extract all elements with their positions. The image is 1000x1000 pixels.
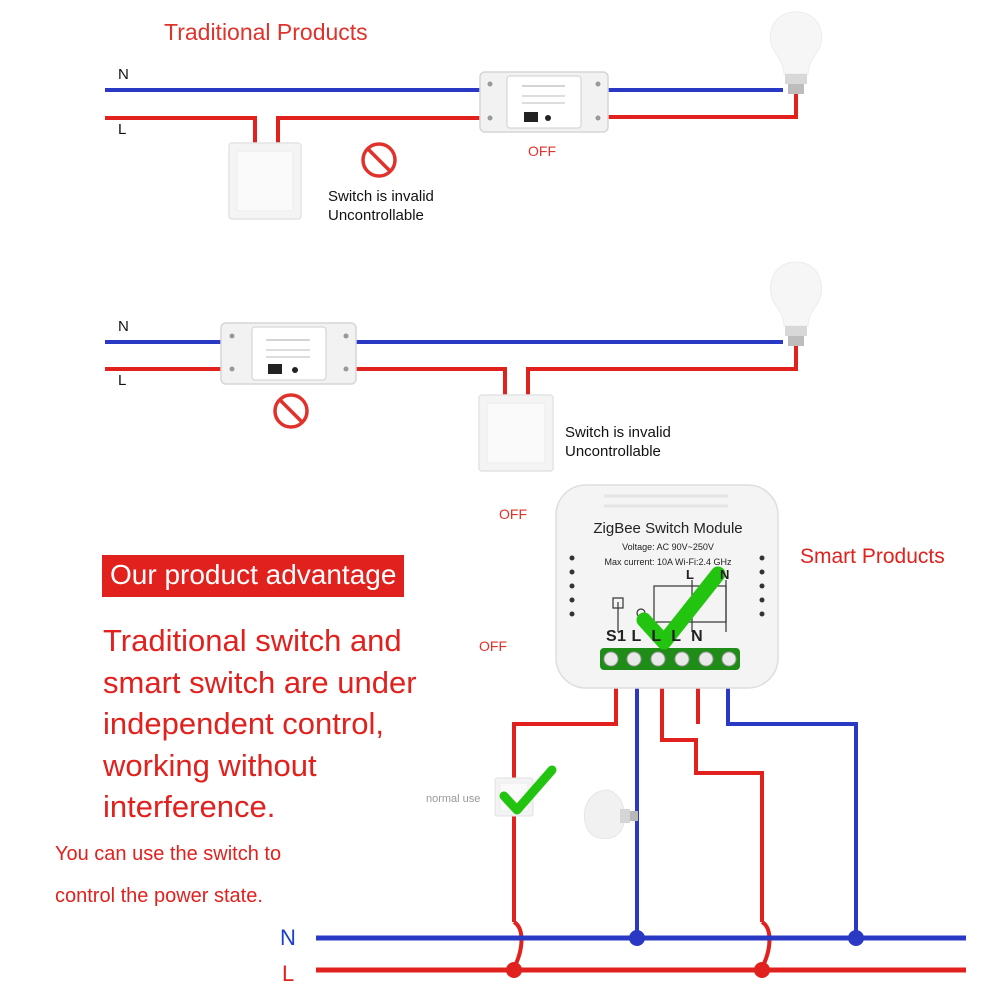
row2-relay-module	[220, 322, 357, 385]
row1-relay-module	[479, 71, 609, 133]
row1-n-label: N	[118, 66, 129, 83]
smart-off-label: OFF	[479, 638, 507, 654]
row2-wiring	[105, 340, 798, 395]
smart-bulb-icon	[583, 789, 638, 839]
row1-note-line2: Uncontrollable	[328, 207, 424, 224]
row1-off-label: OFF	[528, 143, 556, 159]
row1-prohibited-icon	[361, 142, 397, 178]
row2-wall-switch	[478, 394, 554, 472]
zigbee-module	[555, 484, 779, 689]
row2-note-line1: Switch is invalid	[565, 424, 671, 441]
traditional-title: Traditional Products	[164, 19, 368, 45]
row1-l-label: L	[118, 121, 127, 138]
module-check-icon	[636, 566, 726, 650]
normal-use-check-icon	[499, 765, 557, 815]
module-top-n: N	[720, 567, 730, 582]
row2-note-line2: Uncontrollable	[565, 443, 661, 460]
module-top-l: L	[686, 567, 694, 582]
bus-n-label: N	[280, 925, 296, 950]
advantage-banner: Our product advantage	[102, 555, 405, 597]
advantage-sub-line1: You can use the switch to	[55, 843, 282, 865]
row2-off-label: OFF	[499, 506, 527, 522]
row1-bulb-icon	[769, 11, 823, 94]
module-title: ZigBee Switch Module	[593, 520, 743, 537]
module-terminal-labels: S1 L L L N	[606, 628, 704, 645]
row2-l-label: L	[118, 372, 127, 389]
smart-title: Smart Products	[800, 545, 945, 568]
normal-use-label: normal use	[426, 793, 481, 805]
advantage-sub-line2: control the power state.	[55, 885, 263, 907]
module-voltage: Voltage: AC 90V~250V	[622, 542, 714, 552]
module-current-wifi: Max current: 10A Wi-Fi:2.4 GHz	[604, 557, 732, 567]
row2-note: Switch is invalid Uncontrollable	[565, 423, 671, 461]
bus-l-label: L	[282, 961, 295, 986]
row1-wiring	[105, 88, 798, 143]
row1-note: Switch is invalid Uncontrollable	[328, 187, 434, 225]
row2-n-label: N	[118, 318, 129, 335]
advantage-main-text: Traditional switch and smart switch are …	[103, 623, 417, 824]
row1-wall-switch	[228, 142, 302, 220]
row2-prohibited-icon	[273, 393, 309, 429]
smart-wiring	[316, 680, 966, 978]
row2-bulb-icon	[769, 261, 823, 346]
row1-note-line1: Switch is invalid	[328, 188, 434, 205]
